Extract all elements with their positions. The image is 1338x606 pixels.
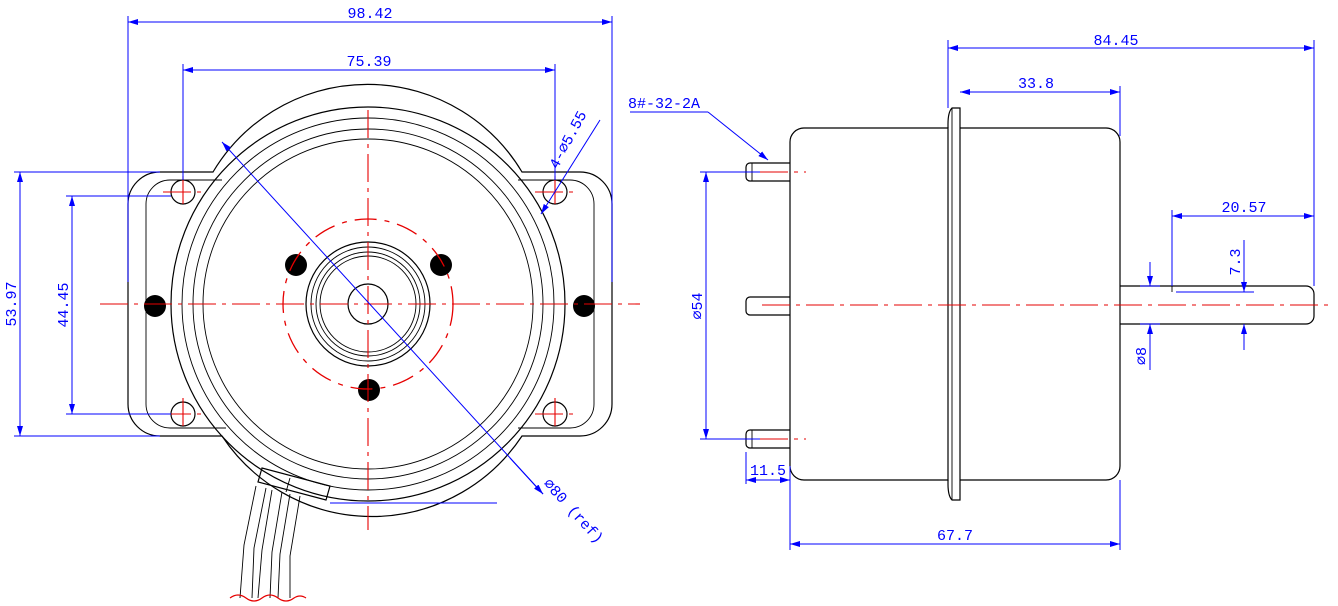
dim-stud-thread: 8#-32-2A xyxy=(628,96,769,161)
dim-shaft-length: 20.57 xyxy=(1171,200,1314,286)
front-view: 98.42 75.39 53.97 44.45 4-⌀5.55 xyxy=(4,6,640,602)
dim-hole-spacing-y: 44.45 xyxy=(56,195,171,415)
dim-4-dia-5-55: 4-⌀5.55 xyxy=(547,109,592,173)
motor-body xyxy=(789,127,949,481)
dim-11-5: 11.5 xyxy=(750,463,786,480)
dim-53-97: 53.97 xyxy=(4,281,21,326)
motor-rear-body xyxy=(960,127,1121,481)
dim-hole-spacing-x: 75.39 xyxy=(182,54,556,180)
dim-shaft-diameter: ⌀8 xyxy=(1134,262,1160,370)
dim-stud-length: 11.5 xyxy=(745,452,791,484)
dim-8-32-2a: 8#-32-2A xyxy=(628,96,700,113)
dim-75-39: 75.39 xyxy=(346,54,391,71)
dim-84-45: 84.45 xyxy=(1093,33,1138,50)
dim-overall-width: 98.42 xyxy=(127,6,613,282)
front-housing-outline xyxy=(127,83,613,518)
dim-98-42: 98.42 xyxy=(347,6,392,23)
dim-overall-length: 84.45 xyxy=(947,33,1315,286)
dim-flat-depth: 7.3 xyxy=(1176,240,1254,350)
threaded-studs-front xyxy=(144,254,595,401)
side-centerlines xyxy=(760,171,1330,440)
dim-mount-holes: 4-⌀5.55 xyxy=(540,109,601,215)
dim-dia-8: ⌀8 xyxy=(1134,347,1151,365)
cable-exit xyxy=(229,467,497,602)
dim-44-45: 44.45 xyxy=(56,282,73,327)
dim-body-length: 67.7 xyxy=(789,480,1121,550)
dim-67-7: 67.7 xyxy=(937,528,973,545)
flange xyxy=(947,107,961,501)
dim-20-57: 20.57 xyxy=(1221,200,1266,217)
dim-dia-54: ⌀54 xyxy=(690,292,707,319)
dim-overall-height: 53.97 xyxy=(4,171,160,437)
front-centerlines xyxy=(100,110,640,530)
side-view: 84.45 33.8 20.57 7.3 ⌀8 xyxy=(628,33,1330,550)
dim-7-3: 7.3 xyxy=(1228,248,1245,275)
dim-dia-80-ref: ⌀80 (ref) xyxy=(539,476,606,548)
dim-33-8: 33.8 xyxy=(1018,76,1054,93)
dim-flange-to-end: 33.8 xyxy=(960,76,1121,136)
dim-body-diameter: ⌀54 xyxy=(690,171,760,440)
